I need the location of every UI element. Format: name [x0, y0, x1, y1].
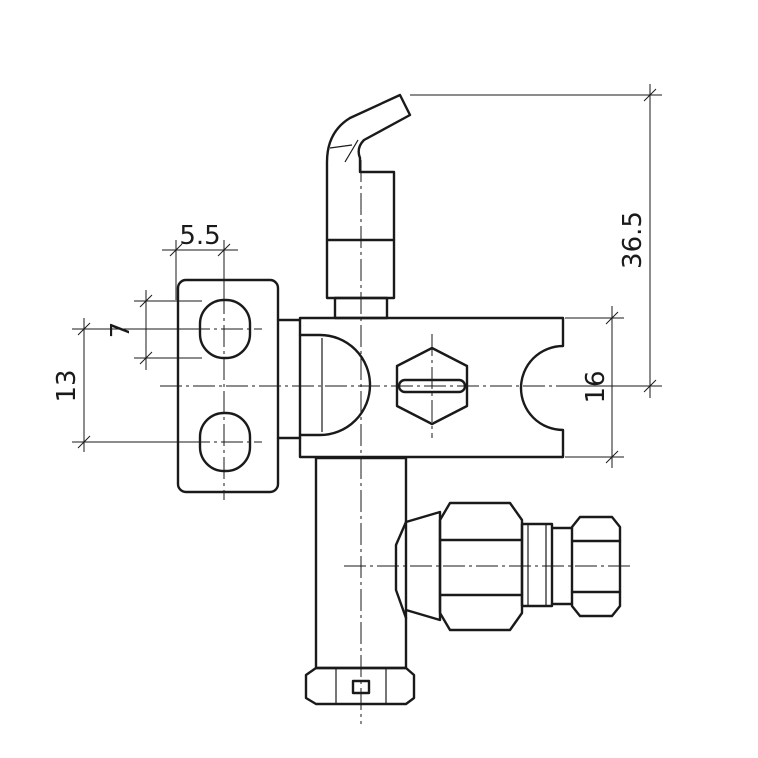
slot-height-label: 7 — [106, 322, 136, 339]
valve-stem — [304, 456, 416, 706]
gas-tube — [325, 93, 412, 320]
dim-slot-width: 5.5 — [162, 221, 238, 300]
slot-width-label: 5.5 — [179, 221, 220, 251]
bracket-height-label: 16 — [581, 370, 611, 403]
hex-nut — [395, 346, 469, 426]
dim-slot-height: 7 — [106, 290, 202, 370]
overall-height-label: 36.5 — [618, 211, 648, 269]
slot-pitch-label: 13 — [52, 369, 82, 402]
dim-overall-height: 36.5 — [410, 84, 662, 398]
union-fitting — [404, 501, 622, 632]
centre-lines — [160, 160, 640, 724]
dim-slot-pitch: 13 — [52, 318, 200, 452]
dim-bracket-height: 16 — [565, 306, 624, 468]
